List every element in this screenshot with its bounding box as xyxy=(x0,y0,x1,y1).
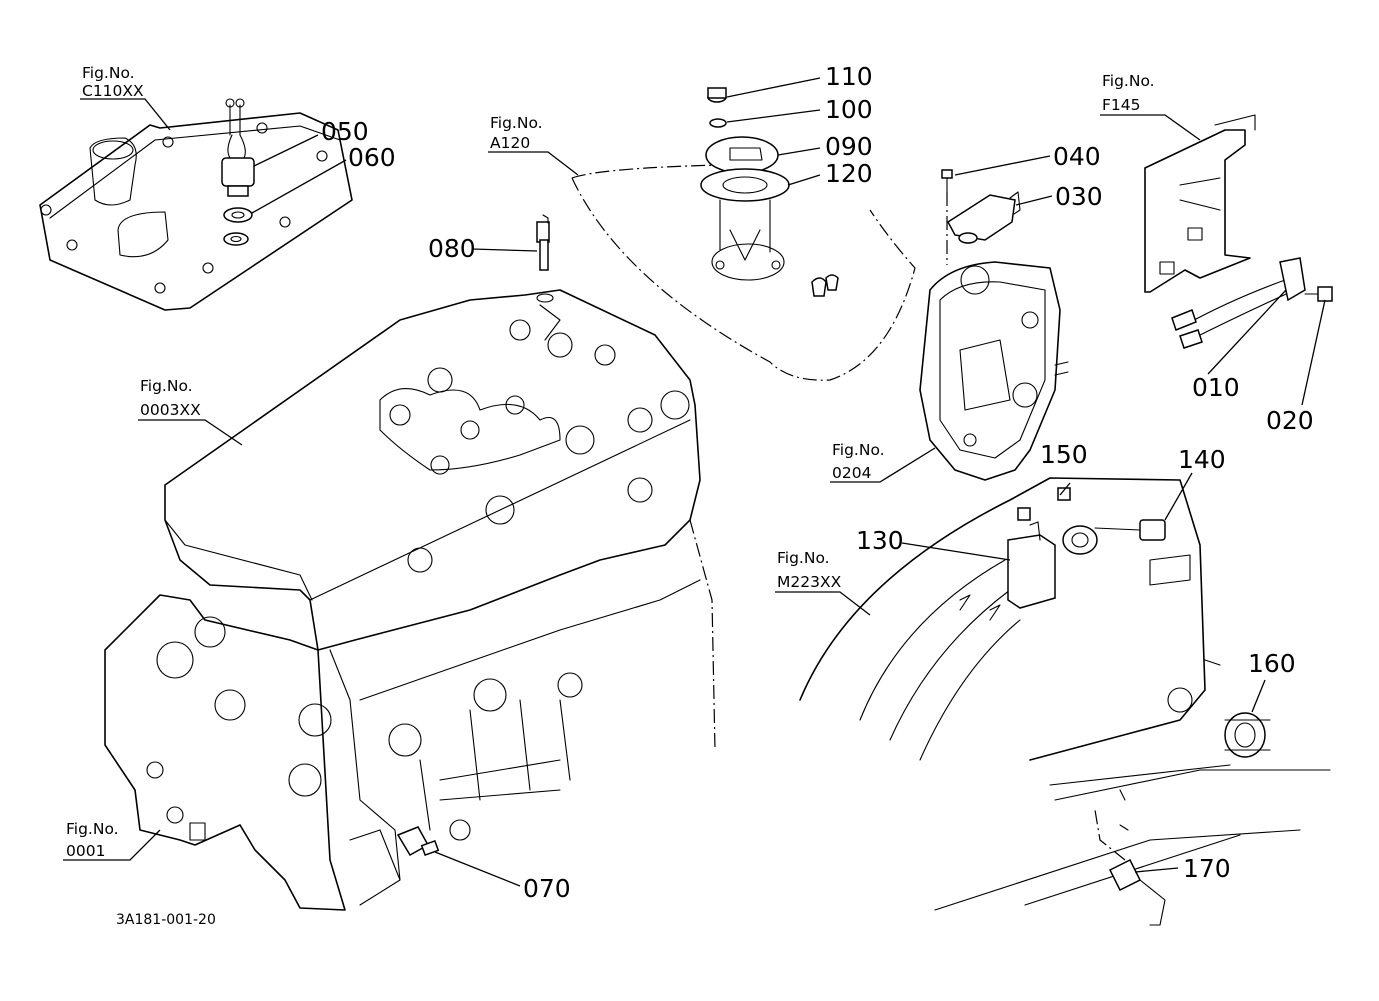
drawing-code: 3A181-001-20 xyxy=(116,912,216,928)
leader-lines xyxy=(63,77,1326,887)
fig-ref-label: Fig.No. xyxy=(1102,72,1155,90)
fig-ref-code: M223XX xyxy=(777,573,842,591)
head-cover-assembly xyxy=(39,98,353,311)
part-130-label: 130 xyxy=(856,526,904,555)
part-120-label: 120 xyxy=(825,159,873,188)
part-090-label: 090 xyxy=(825,132,873,161)
fig-ref-code: F145 xyxy=(1102,96,1141,114)
pump-housing xyxy=(919,169,1069,481)
fig-ref-code: 0204 xyxy=(832,464,871,482)
fig-ref-a120: Fig.No. A120 xyxy=(490,114,543,152)
part-150-label: 150 xyxy=(1040,440,1088,469)
fig-ref-code: A120 xyxy=(490,134,530,152)
fig-ref-code: C110XX xyxy=(82,82,144,100)
part-060-label: 060 xyxy=(348,143,396,172)
fig-ref-f145: Fig.No. F145 xyxy=(1102,72,1155,114)
part-080-label: 080 xyxy=(428,234,476,263)
part-170-label: 170 xyxy=(1183,854,1231,883)
part-140-label: 140 xyxy=(1178,445,1226,474)
fig-ref-label: Fig.No. xyxy=(140,377,193,395)
fig-ref-c110: Fig.No. C110XX xyxy=(82,64,144,100)
part-040-label: 040 xyxy=(1053,142,1101,171)
fig-ref-code: 0003XX xyxy=(140,401,201,419)
flywheel-housing xyxy=(799,477,1331,926)
fig-ref-label: Fig.No. xyxy=(490,114,543,132)
fig-ref-0204: Fig.No. 0204 xyxy=(832,441,885,482)
fig-ref-label: Fig.No. xyxy=(777,549,830,567)
fig-ref-label: Fig.No. xyxy=(66,820,119,838)
part-050-label: 050 xyxy=(321,117,369,146)
fig-ref-label: Fig.No. xyxy=(832,441,885,459)
wire-bracket xyxy=(1144,114,1333,349)
part-070-label: 070 xyxy=(523,874,571,903)
fig-ref-0001: Fig.No. 0001 xyxy=(66,820,119,860)
part-020-label: 020 xyxy=(1266,406,1314,435)
part-010-label: 010 xyxy=(1192,373,1240,402)
part-030-label: 030 xyxy=(1055,182,1103,211)
fig-ref-0003: Fig.No. 0003XX xyxy=(140,377,201,419)
engine-block xyxy=(104,214,716,911)
fig-ref-code: 0001 xyxy=(66,842,105,860)
part-160-label: 160 xyxy=(1248,649,1296,678)
gear-case-cover xyxy=(571,87,916,381)
fig-ref-m223: Fig.No. M223XX xyxy=(777,549,842,591)
fig-ref-label: Fig.No. xyxy=(82,64,135,82)
part-110-label: 110 xyxy=(825,62,873,91)
part-100-label: 100 xyxy=(825,95,873,124)
